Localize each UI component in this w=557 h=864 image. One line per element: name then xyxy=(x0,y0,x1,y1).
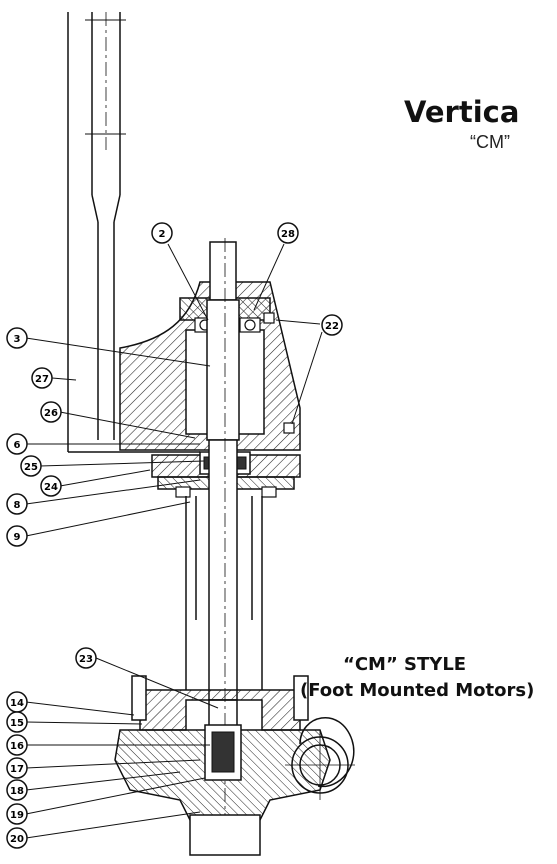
discharge-nozzle xyxy=(285,716,355,800)
svg-text:17: 17 xyxy=(10,764,24,775)
style-caption: “CM” STYLE xyxy=(343,654,467,675)
svg-text:23: 23 xyxy=(79,654,93,665)
callout-2: 2 xyxy=(151,222,173,244)
column-pipe xyxy=(185,496,263,690)
pump-base xyxy=(114,675,331,856)
callout-25: 25 xyxy=(20,455,42,477)
svg-text:9: 9 xyxy=(14,532,21,543)
svg-text:20: 20 xyxy=(10,834,24,845)
callout-16: 16 xyxy=(6,734,28,756)
page-title: Vertica xyxy=(404,95,520,129)
svg-text:14: 14 xyxy=(10,698,24,709)
svg-text:8: 8 xyxy=(14,500,21,511)
callout-28: 28 xyxy=(277,222,299,244)
svg-text:6: 6 xyxy=(14,440,21,451)
pump-shaft xyxy=(206,238,240,855)
svg-text:22: 22 xyxy=(325,321,339,332)
svg-text:28: 28 xyxy=(281,229,295,240)
callout-6: 6 xyxy=(6,433,28,455)
callout-15: 15 xyxy=(6,711,28,733)
svg-text:18: 18 xyxy=(10,786,24,797)
callout-27: 27 xyxy=(31,367,53,389)
svg-text:25: 25 xyxy=(24,462,38,473)
svg-text:16: 16 xyxy=(10,741,24,752)
callout-14: 14 xyxy=(6,691,28,713)
callout-20: 20 xyxy=(6,827,28,849)
svg-text:24: 24 xyxy=(44,482,58,493)
callout-17: 17 xyxy=(6,757,28,779)
page-subtitle: “CM” xyxy=(470,132,510,152)
callout-24: 24 xyxy=(40,475,62,497)
callout-9: 9 xyxy=(6,525,28,547)
callout-22: 22 xyxy=(321,314,343,336)
callout-26: 26 xyxy=(40,401,62,423)
svg-text:2: 2 xyxy=(159,229,166,240)
callout-23: 23 xyxy=(75,647,97,669)
callout-19: 19 xyxy=(6,803,28,825)
svg-text:19: 19 xyxy=(10,810,24,821)
svg-text:27: 27 xyxy=(35,374,49,385)
leader-lines xyxy=(25,243,323,839)
svg-text:26: 26 xyxy=(44,408,58,419)
callout-8: 8 xyxy=(6,493,28,515)
callout-18: 18 xyxy=(6,779,28,801)
motor-frame xyxy=(67,12,200,453)
svg-text:15: 15 xyxy=(10,718,24,729)
style-caption-detail: (Foot Mounted Motors) xyxy=(300,680,535,701)
callout-3: 3 xyxy=(6,327,28,349)
svg-text:3: 3 xyxy=(14,334,21,345)
